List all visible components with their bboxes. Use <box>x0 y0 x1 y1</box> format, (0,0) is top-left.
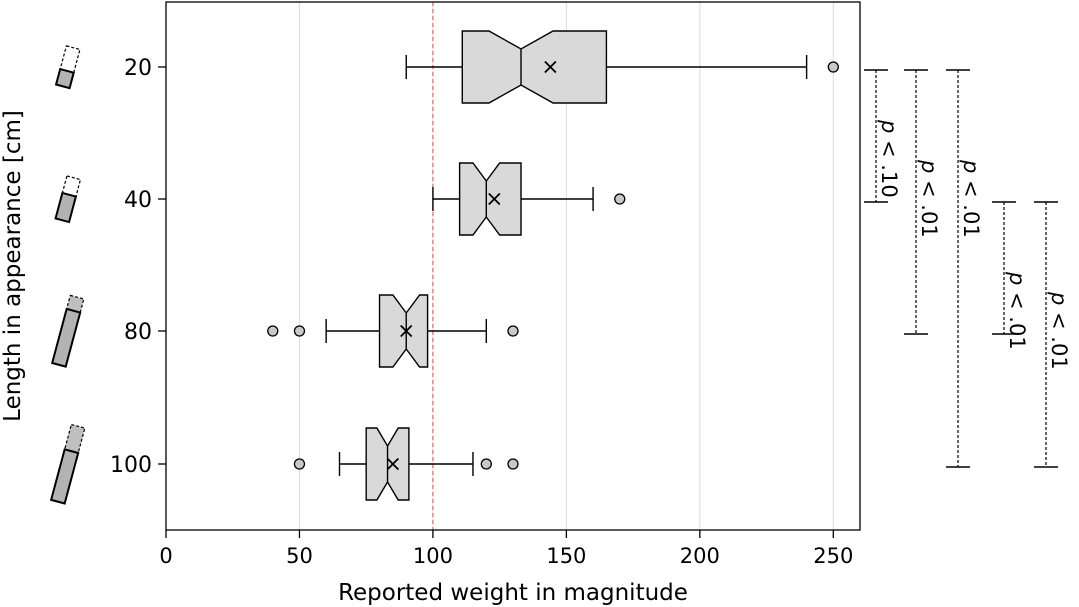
notched-box <box>458 162 522 236</box>
mean-marker <box>488 192 501 206</box>
notched-box <box>461 30 608 104</box>
category-icons <box>49 45 86 505</box>
length-icon-100 <box>49 423 86 505</box>
significance-brackets: p < .10 p < .01 p < .01 p < .01 p < .01 <box>864 69 1071 468</box>
y-axis-label: Length in appearance [cm] <box>0 110 26 422</box>
icon-filled-part <box>50 307 82 368</box>
mean-marker <box>386 457 400 471</box>
box-40 <box>432 162 626 236</box>
bracket-label: p < .10 <box>877 119 901 198</box>
outlier-point <box>480 458 492 470</box>
outlier-point <box>267 325 279 337</box>
y-tick-label: 20 <box>124 56 152 81</box>
icon-filled-part <box>54 67 75 90</box>
plot-frame <box>165 1 861 531</box>
mean-marker <box>400 324 413 338</box>
bracket-label: p < .01 <box>1005 271 1029 350</box>
length-icon-40 <box>54 175 82 224</box>
x-tick-label: 200 <box>680 544 720 568</box>
y-tick-label: 40 <box>124 188 152 213</box>
boxes-layer <box>267 30 839 501</box>
length-icon-80 <box>50 294 85 368</box>
bracket-20-40: p < .10 <box>864 69 901 203</box>
y-tick-label: 100 <box>110 453 152 478</box>
mean-marker <box>544 60 557 74</box>
x-tick-label: 50 <box>286 544 313 568</box>
icon-empty-part <box>59 45 81 74</box>
bracket-label: p < .01 <box>1047 291 1071 370</box>
icon-empty-part <box>61 175 82 198</box>
x-axis-label: Reported weight in magnitude <box>338 580 688 606</box>
bracket-label: p < .01 <box>959 159 983 238</box>
outlier-point <box>507 325 519 337</box>
bracket-40-80: p < .01 <box>992 201 1029 350</box>
outlier-point <box>507 458 519 470</box>
box-100 <box>293 427 519 501</box>
outlier-point <box>614 193 626 205</box>
box-80 <box>267 294 519 368</box>
box-20 <box>405 30 839 104</box>
x-tick-label: 250 <box>813 544 853 568</box>
x-tick-label: 100 <box>413 544 453 568</box>
bracket-label: p < .01 <box>917 159 941 238</box>
outlier-point <box>827 61 839 73</box>
notched-box <box>378 294 429 368</box>
icon-empty-part <box>63 423 86 454</box>
bracket-40-100: p < .01 <box>1034 201 1071 468</box>
length-icon-20 <box>54 45 81 90</box>
bracket-20-80: p < .01 <box>904 69 941 335</box>
icon-filled-part <box>49 448 80 505</box>
outlier-point <box>293 458 306 470</box>
bracket-20-100: p < .01 <box>946 69 983 468</box>
outlier-point <box>293 325 306 337</box>
y-tick-label: 80 <box>124 320 152 345</box>
y-axis-ticks: 20 40 80 100 <box>110 56 166 478</box>
x-tick-label: 150 <box>546 544 586 568</box>
icon-filled-part <box>54 191 78 224</box>
x-tick-label: 0 <box>159 544 172 568</box>
x-axis-ticks: 0 50 100 150 200 250 <box>159 530 853 568</box>
